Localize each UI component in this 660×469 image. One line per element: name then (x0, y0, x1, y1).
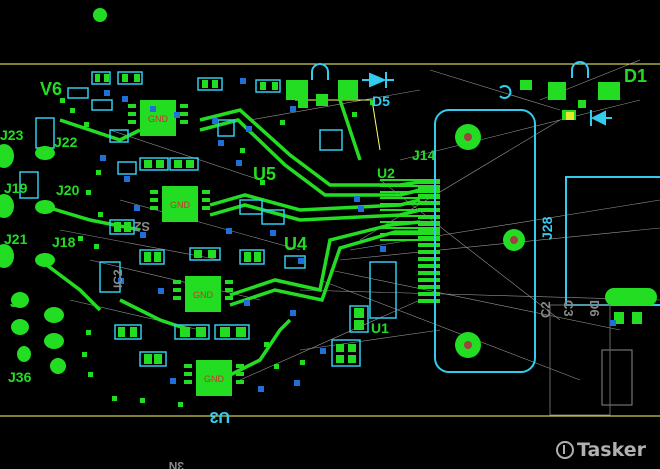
via-cluster (100, 78, 616, 392)
j14-mount-holes[interactable] (455, 124, 525, 358)
ic-u4-body[interactable] (173, 276, 233, 312)
ic-v6-body[interactable] (128, 100, 188, 136)
designator-c3: C3 (561, 300, 576, 317)
designator-j23: J23 (0, 127, 24, 143)
copper-traces (38, 99, 421, 382)
reference-designators: V6 J22 J23 J19 J20 J21 J18 J6 J5 J36 U5 … (0, 66, 647, 385)
lower-right-outline (601, 349, 633, 406)
designator-s2: S2 (134, 219, 150, 234)
gnd-pad-label-u3: GND (204, 374, 225, 384)
designator-bottom-partial: 3N (169, 459, 184, 469)
bottom-layer-designators: U3 J28 C2 C3 D6 S2 IC2 3N (111, 216, 602, 469)
designator-d6: D6 (587, 300, 602, 317)
ic-u3-body[interactable] (184, 360, 244, 396)
diode-marker (566, 112, 574, 120)
designator-ic2: IC2 (111, 269, 125, 288)
watermark-text: Tasker (576, 439, 646, 461)
designator-j5: J5 (12, 319, 28, 335)
small-copper-vias (60, 98, 375, 407)
gnd-pad-label-u4: GND (193, 290, 214, 300)
ic-u5-body[interactable] (150, 186, 210, 222)
designator-j18: J18 (52, 234, 76, 250)
designator-c2: C2 (538, 301, 553, 318)
bottom-component-outline (549, 304, 611, 416)
designator-j20: J20 (56, 182, 80, 198)
designator-u4: U4 (284, 234, 307, 254)
left-edge-connector-pads[interactable] (0, 144, 66, 374)
j28-pad[interactable] (605, 288, 657, 306)
passive-component-pads[interactable] (95, 74, 620, 364)
gnd-pad-label-v6: GND (148, 114, 169, 124)
test-point-loops (311, 61, 589, 99)
designator-v6: V6 (40, 79, 62, 99)
designator-j36: J36 (8, 369, 32, 385)
tasker-logo-icon (555, 441, 574, 459)
diode-d1-symbol[interactable] (590, 110, 612, 126)
designator-j6: J6 (10, 294, 26, 310)
passive-component-outlines (19, 71, 397, 367)
j28-small-pads[interactable] (614, 312, 642, 324)
diode-d5-symbol[interactable] (362, 72, 394, 88)
designator-d1: D1 (624, 66, 647, 86)
designator-j22: J22 (54, 134, 78, 150)
designator-d5: D5 (372, 93, 390, 109)
designator-u3: U3 (209, 408, 230, 425)
designator-u5: U5 (253, 164, 276, 184)
j14-connector-outline[interactable] (434, 109, 536, 373)
designator-u2: U2 (377, 165, 395, 181)
designator-j28: J28 (539, 216, 555, 240)
gnd-pad-label-u5: GND (170, 200, 191, 210)
j14-pin-array[interactable] (418, 180, 440, 303)
designator-j21: J21 (4, 231, 28, 247)
mounting-pad[interactable] (93, 8, 107, 22)
designator-u1: U1 (371, 320, 389, 336)
tasker-watermark: Tasker (555, 439, 646, 461)
designator-j19: J19 (4, 180, 28, 196)
designator-j14: J14 (412, 147, 436, 163)
